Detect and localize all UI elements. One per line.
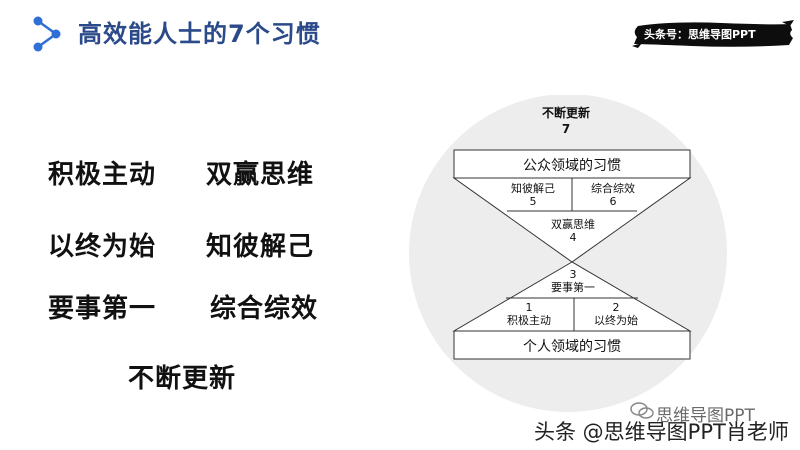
habit-sharpen-saw: 不断更新	[128, 364, 237, 394]
habit4-number: 4	[570, 231, 577, 244]
habit5-label: 知彼解己	[511, 181, 555, 195]
chat-bubble-icon	[630, 402, 654, 419]
habit3-number: 3	[570, 268, 577, 281]
seven-habits-diagram: 不断更新 7 公众领域的习惯 知彼解己 5 综合综效 6 双赢思维 4 3 要事…	[409, 95, 727, 412]
habit1-number: 1	[526, 301, 533, 314]
habit-synergize: 综合综效	[210, 294, 319, 324]
habit-proactive: 积极主动	[48, 160, 157, 190]
habit-first-things-first: 要事第一	[48, 294, 157, 324]
habit1-label: 积极主动	[507, 313, 551, 327]
habit-seek-understand: 知彼解己	[206, 232, 315, 262]
diagram-top-number: 7	[562, 122, 570, 136]
habit6-label: 综合综效	[591, 181, 635, 195]
page-title: 高效能人士的7个习惯	[78, 20, 321, 48]
private-victory-label: 个人领域的习惯	[523, 338, 621, 355]
watermark-channel: 思维导图PPT	[656, 406, 755, 426]
habit3-label: 要事第一	[551, 280, 595, 294]
habit2-label: 以终为始	[594, 313, 638, 327]
watermark-author: 头条 @思维导图PPT肖老师	[534, 420, 789, 444]
habit-think-win-win: 双赢思维	[206, 160, 315, 190]
habit-begin-with-end: 以终为始	[48, 232, 157, 262]
private-victory-box	[453, 330, 691, 360]
diagram-top-title: 不断更新	[542, 105, 590, 120]
slide-header: 高效能人士的7个习惯 头条号：思维导图PPT	[0, 0, 800, 70]
public-victory-box	[453, 149, 691, 179]
habit6-number: 6	[610, 195, 617, 208]
connected-nodes-icon	[33, 16, 61, 52]
habit4-label: 双赢思维	[551, 217, 595, 231]
brush-stroke-banner	[632, 20, 794, 48]
brand-tag: 头条号：思维导图PPT	[644, 28, 756, 41]
habit2-number: 2	[613, 301, 620, 314]
public-victory-label: 公众领域的习惯	[523, 157, 621, 174]
habit5-number: 5	[530, 195, 537, 208]
